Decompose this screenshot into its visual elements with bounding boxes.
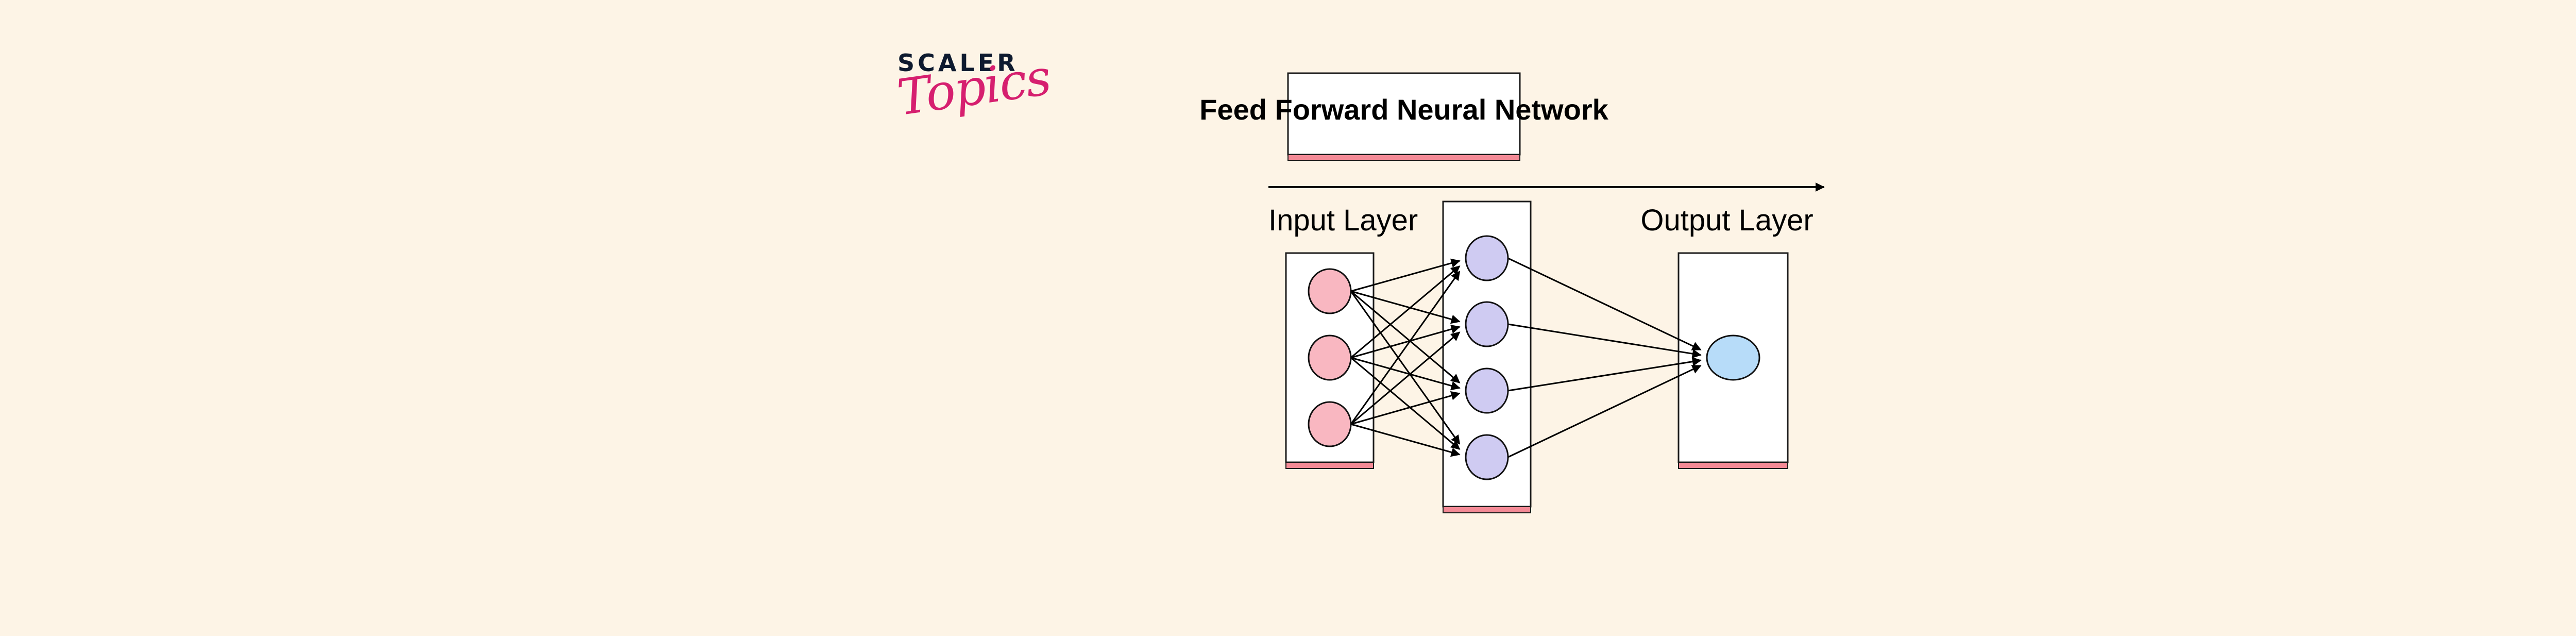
connections [1350,257,1702,458]
edge-input-2-to-hidden-3 [1350,357,1461,391]
hidden-node-2 [1465,301,1509,347]
edge-hidden-3-to-output-1 [1507,357,1702,392]
edge-input-2-to-hidden-4 [1350,357,1461,450]
hidden-layer-accent-strip [1443,506,1531,513]
input-node-1 [1308,268,1352,314]
edge-input-3-to-hidden-2 [1350,331,1461,425]
edge-input-1-to-hidden-2 [1350,290,1461,324]
edge-input-2-to-hidden-2 [1350,324,1461,359]
edge-input-3-to-hidden-4 [1350,423,1461,457]
diagram-title: Feed Forward Neural Network [1199,93,1608,126]
edge-input-1-to-hidden-3 [1350,290,1461,383]
edge-input-3-to-hidden-1 [1350,271,1461,425]
edge-input-1-to-hidden-4 [1350,291,1461,445]
title-box-frame [1287,72,1521,156]
hidden-node-1 [1465,235,1509,281]
edge-hidden-1-to-output-1 [1507,257,1702,350]
input-node-2 [1308,334,1352,381]
output-node-1 [1706,334,1760,381]
edge-input-2-to-hidden-1 [1350,265,1461,359]
output-layer-accent-strip [1678,462,1788,469]
title-box-accent-strip [1287,154,1520,161]
hidden-node-3 [1465,367,1509,414]
logo-scaler-text: SCALER [897,49,1019,77]
nodes [1308,235,1760,480]
hidden-node-4 [1465,434,1509,480]
title-box: Feed Forward Neural Network [1199,72,1609,161]
edge-input-1-to-hidden-1 [1350,258,1461,292]
input-node-3 [1308,401,1352,447]
output-layer-label: Output Layer [1640,204,1813,237]
edge-hidden-4-to-output-1 [1507,365,1702,458]
input-layer-label: Input Layer [1268,204,1418,237]
edge-hidden-2-to-output-1 [1507,323,1702,359]
scaler-topics-logo: SCALER Topics [894,48,1054,152]
edge-input-3-to-hidden-3 [1350,391,1461,425]
input-layer-accent-strip [1285,462,1374,469]
